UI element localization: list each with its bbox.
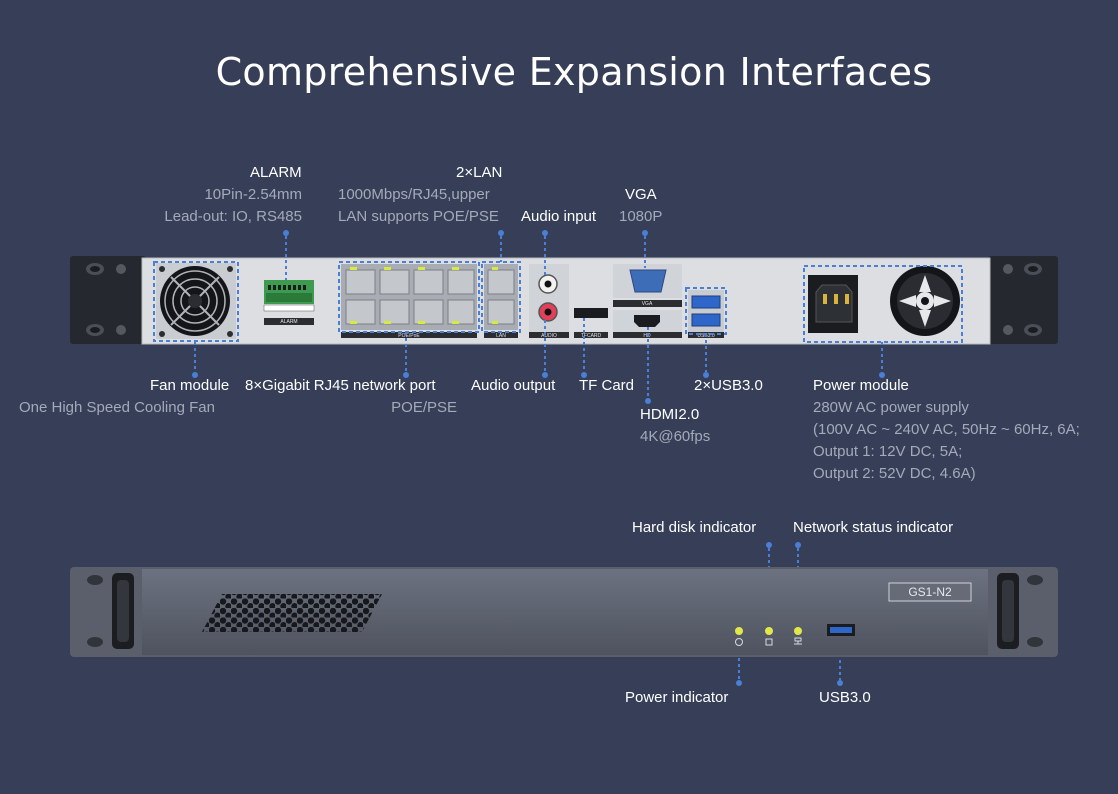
rj45-desc: POE/PSE bbox=[391, 399, 457, 416]
hdd-led-icon bbox=[765, 627, 773, 635]
alarm-desc-1: 10Pin-2.54mm bbox=[204, 186, 302, 203]
lan2-label: 2×LAN bbox=[456, 164, 503, 181]
network-led-icon bbox=[794, 627, 802, 635]
fan-module-label: Fan module bbox=[150, 377, 230, 394]
model-label: GS1-N2 bbox=[908, 585, 952, 599]
hdmi-desc: 4K@60fps bbox=[640, 428, 711, 445]
usb-2-ports-icon bbox=[688, 290, 724, 338]
vga-desc: 1080P bbox=[619, 208, 663, 225]
tf-card-label: TF Card bbox=[579, 377, 635, 394]
audio-input-label: Audio input bbox=[521, 208, 597, 225]
usb3x2-label: 2×USB3.0 bbox=[694, 377, 763, 394]
vga-label: VGA bbox=[625, 186, 657, 203]
rj45-label: 8×Gigabit RJ45 network port bbox=[245, 377, 436, 394]
power-inlet-icon bbox=[808, 275, 858, 333]
lan2-desc-1: 1000Mbps/RJ45,upper bbox=[338, 186, 490, 203]
power-module-desc-1: 280W AC power supply bbox=[813, 399, 969, 416]
power-led-icon bbox=[735, 627, 743, 635]
alarm-label: ALARM bbox=[250, 164, 302, 181]
rj45-port-text: POE/PoE bbox=[398, 333, 420, 339]
rj45-8-ports-icon bbox=[341, 264, 477, 338]
power-module-desc-3: Output 1: 12V DC, 5A; bbox=[813, 443, 963, 460]
rack-ear-left bbox=[70, 256, 146, 344]
alarm-terminal-icon bbox=[263, 280, 315, 325]
lan2-desc-2: LAN supports POE/PSE bbox=[338, 208, 499, 225]
network-status-indicator-label: Network status indicator bbox=[793, 519, 954, 536]
model-badge bbox=[888, 582, 972, 602]
hdd-symbol-icon bbox=[765, 638, 773, 646]
power-module-desc-4: Output 2: 52V DC, 4.6A) bbox=[813, 465, 976, 482]
front-panel bbox=[70, 567, 1058, 657]
audio-port-text: AUDIO bbox=[541, 333, 557, 339]
network-symbol-icon bbox=[794, 637, 802, 645]
rack-ear-right bbox=[988, 256, 1058, 344]
tf-port-text: TFCARD bbox=[581, 333, 602, 339]
alarm-port-text: ALARM bbox=[280, 319, 297, 325]
vent-grille bbox=[202, 594, 382, 632]
back-panel bbox=[70, 256, 1058, 345]
lan-2-ports-icon bbox=[484, 264, 518, 338]
lan-port-text: LAN bbox=[496, 333, 506, 339]
hard-disk-indicator-label: Hard disk indicator bbox=[632, 519, 757, 536]
callout-dots bbox=[192, 230, 885, 686]
hdmi-label: HDMI2.0 bbox=[640, 406, 700, 423]
tf-card-slot-icon bbox=[574, 308, 608, 338]
vga-port-icon bbox=[613, 264, 682, 307]
power-indicator-label: Power indicator bbox=[625, 689, 729, 706]
fan-icon bbox=[156, 263, 236, 339]
power-module-desc-2: (100V AC ~ 240V AC, 50Hz ~ 60Hz, 6A; bbox=[813, 421, 1080, 438]
audio-output-label: Audio output bbox=[471, 377, 556, 394]
fan-module-desc: One High Speed Cooling Fan bbox=[19, 399, 215, 416]
page-title: Comprehensive Expansion Interfaces bbox=[215, 50, 933, 94]
alarm-desc-2: Lead-out: IO, RS485 bbox=[164, 208, 302, 225]
audio-jacks-icon bbox=[529, 264, 569, 338]
front-usb-label: USB3.0 bbox=[819, 689, 871, 706]
power-module-label: Power module bbox=[813, 377, 909, 394]
vga-port-text: VGA bbox=[642, 301, 653, 307]
psu-fan-icon bbox=[890, 266, 960, 336]
power-symbol-icon bbox=[735, 638, 743, 646]
